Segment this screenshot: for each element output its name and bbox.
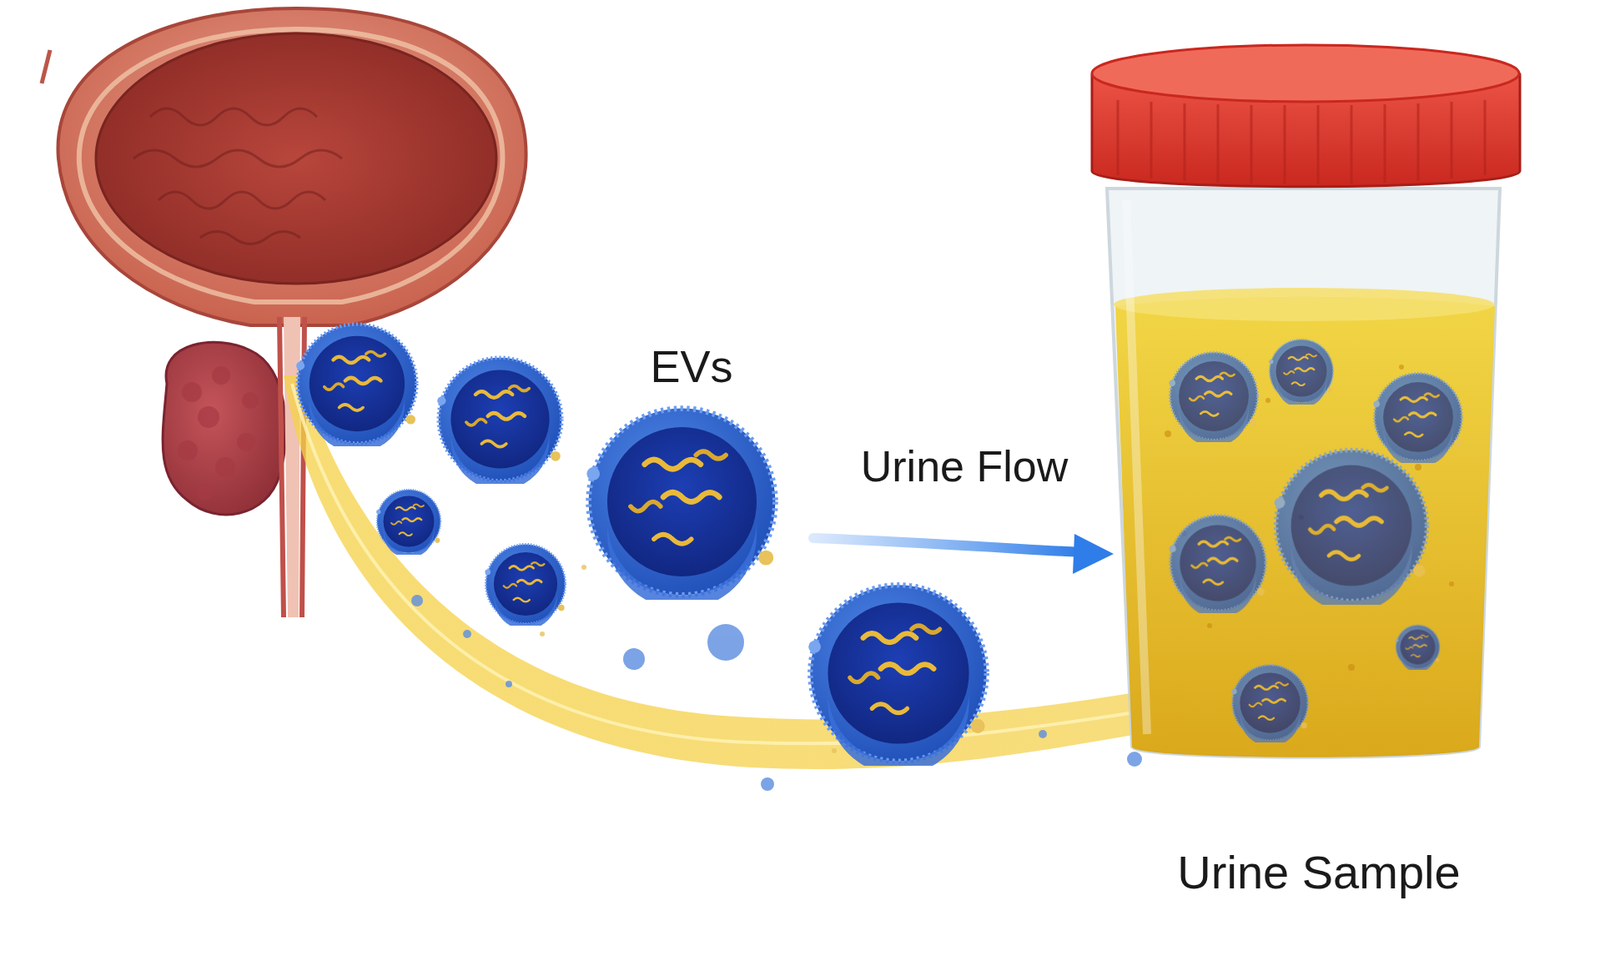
urine-stream — [283, 375, 1185, 770]
sample-cup — [1091, 45, 1520, 758]
prostate — [162, 342, 286, 515]
bladder — [41, 8, 527, 326]
flow-label: Urine Flow — [860, 442, 1069, 491]
sample-label: Urine Sample — [1177, 846, 1460, 899]
flow-arrow — [813, 533, 1114, 574]
ev-label: EVs — [649, 342, 733, 392]
